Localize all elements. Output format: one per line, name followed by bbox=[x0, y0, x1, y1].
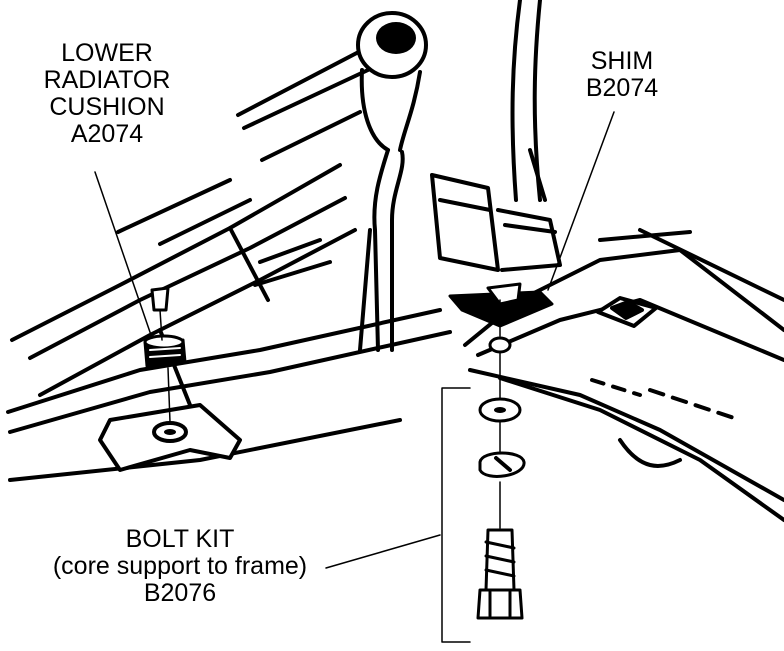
locator-pin bbox=[150, 286, 170, 312]
fender-bracket bbox=[430, 0, 562, 272]
callout-line: RADIATOR bbox=[43, 66, 171, 94]
callout-part-number: B2074 bbox=[585, 74, 659, 102]
callout-part-number: A2074 bbox=[70, 120, 144, 148]
radiator-core-support bbox=[10, 43, 374, 407]
callout-line: LOWER bbox=[61, 39, 153, 67]
frame-rail bbox=[6, 228, 784, 522]
callout-line: (core support to frame) bbox=[52, 552, 308, 580]
bolt-kit-parts bbox=[476, 336, 526, 620]
frame-cage-nut bbox=[596, 296, 658, 328]
callout-line: BOLT KIT bbox=[125, 525, 235, 553]
callout-lower-radiator-cushion: LOWER RADIATOR CUSHION A2074 bbox=[22, 40, 192, 148]
lower-mount-pad bbox=[98, 403, 242, 472]
support-post bbox=[356, 11, 428, 352]
callout-line: SHIM bbox=[590, 47, 654, 75]
assembly-center-lines bbox=[159, 299, 501, 529]
callout-shim: SHIM B2074 bbox=[562, 48, 682, 102]
radiator-cushion bbox=[143, 334, 187, 368]
leader-lines bbox=[94, 111, 615, 569]
shim-part bbox=[448, 282, 554, 328]
callout-bolt-kit: BOLT KIT (core support to frame) B2076 bbox=[30, 526, 330, 607]
callout-line: CUSHION bbox=[49, 93, 165, 121]
bolt-kit-bracket bbox=[441, 387, 471, 643]
callout-part-number: B2076 bbox=[143, 579, 217, 607]
